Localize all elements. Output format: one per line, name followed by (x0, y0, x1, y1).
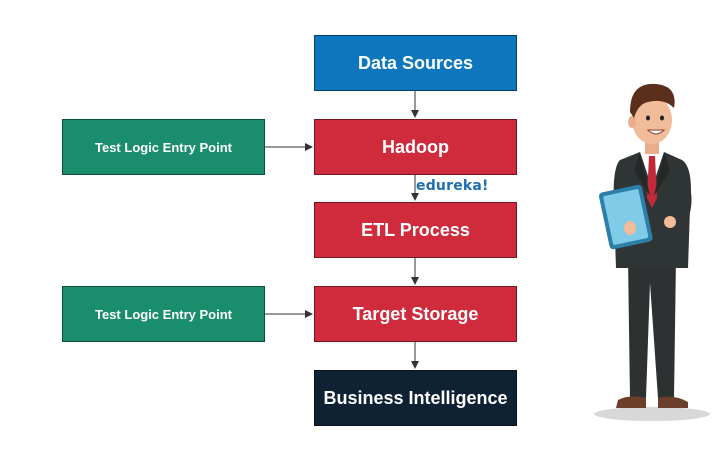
box-test-logic-entry-point-2: Test Logic Entry Point (62, 286, 265, 342)
box-test-logic-entry-point-1: Test Logic Entry Point (62, 119, 265, 175)
box-target-storage: Target Storage (314, 286, 517, 342)
edureka-watermark: edureka! (416, 178, 489, 194)
box-etl-process: ETL Process (314, 202, 517, 258)
box-hadoop: Hadoop (314, 119, 517, 175)
box-data-sources: Data Sources (314, 35, 517, 91)
businessman-holding-tablet-illustration (594, 83, 710, 421)
box-business-intelligence: Business Intelligence (314, 370, 517, 426)
